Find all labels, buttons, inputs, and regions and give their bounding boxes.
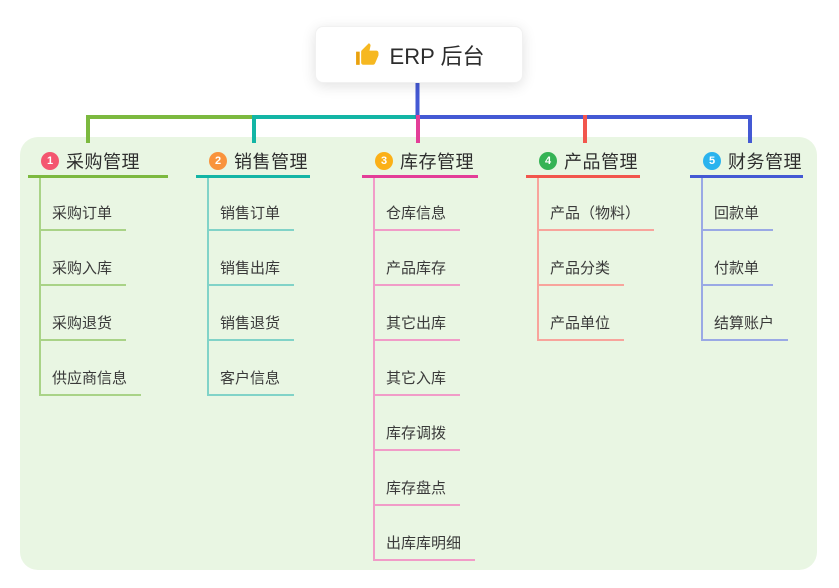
leaf-node[interactable]: 销售出库 [207, 261, 295, 286]
branch-number-badge: 1 [41, 151, 59, 170]
leaf-node[interactable]: 库存调拨 [373, 426, 461, 451]
leaf-node[interactable]: 采购退货 [39, 316, 127, 341]
root-label: ERP 后台 [389, 43, 485, 69]
branch-title-label: 销售管理 [234, 151, 308, 172]
leaf-node[interactable]: 采购订单 [39, 206, 127, 231]
leaf-node[interactable]: 产品分类 [537, 261, 625, 286]
branch-title-label: 产品管理 [564, 151, 638, 172]
branch-title-label: 库存管理 [400, 151, 474, 172]
branch-underline [196, 175, 310, 178]
branch-title-node-finance[interactable]: 5 财务管理 [690, 146, 803, 175]
leaf-node[interactable]: 产品库存 [373, 261, 461, 286]
branch-sales: 2 销售管理 销售订单 销售出库 销售退货 客户信息 [196, 146, 310, 396]
branch-child-line [537, 178, 539, 339]
branch-title-label: 采购管理 [66, 151, 140, 172]
leaf-node[interactable]: 库存盘点 [373, 481, 461, 506]
branch-child-line [373, 178, 375, 559]
branch-child-line [39, 178, 41, 394]
branch-number-badge: 3 [375, 151, 393, 170]
branch-underline [28, 175, 168, 178]
branch-title-label: 财务管理 [728, 151, 802, 172]
leaf-node[interactable]: 供应商信息 [39, 371, 142, 396]
leaf-node[interactable]: 销售订单 [207, 206, 295, 231]
branch-title-node-purchase[interactable]: 1 采购管理 [28, 146, 168, 175]
branch-product: 4 产品管理 产品（物料） 产品分类 产品单位 [526, 146, 655, 341]
leaf-node[interactable]: 出库库明细 [373, 536, 476, 561]
leaf-node[interactable]: 其它出库 [373, 316, 461, 341]
leaf-node[interactable]: 采购入库 [39, 261, 127, 286]
branch-underline [526, 175, 640, 178]
branch-number-badge: 5 [703, 151, 721, 170]
branch-title-node-inventory[interactable]: 3 库存管理 [362, 146, 478, 175]
leaf-node[interactable]: 产品（物料） [537, 206, 655, 231]
branch-title-node-product[interactable]: 4 产品管理 [526, 146, 640, 175]
branch-finance: 5 财务管理 回款单 付款单 结算账户 [690, 146, 803, 341]
leaf-node[interactable]: 付款单 [701, 261, 774, 286]
leaf-node[interactable]: 客户信息 [207, 371, 295, 396]
thumbs-up-icon [355, 42, 378, 65]
leaf-node[interactable]: 销售退货 [207, 316, 295, 341]
root-node[interactable]: ERP 后台 [315, 26, 523, 83]
leaf-node[interactable]: 产品单位 [537, 316, 625, 341]
leaf-node[interactable]: 回款单 [701, 206, 774, 231]
branch-number-badge: 2 [209, 151, 227, 170]
branch-title-node-sales[interactable]: 2 销售管理 [196, 146, 310, 175]
mindmap-canvas [20, 137, 817, 570]
branch-underline [690, 175, 803, 178]
branch-purchase: 1 采购管理 采购订单 采购入库 采购退货 供应商信息 [28, 146, 168, 396]
branch-child-line [701, 178, 703, 339]
branch-underline [362, 175, 478, 178]
branch-inventory: 3 库存管理 仓库信息 产品库存 其它出库 其它入库 库存调拨 库存盘点 出库库… [362, 146, 478, 561]
branch-child-line [207, 178, 209, 394]
leaf-node[interactable]: 结算账户 [701, 316, 789, 341]
leaf-node[interactable]: 其它入库 [373, 371, 461, 396]
branch-number-badge: 4 [539, 151, 557, 170]
leaf-node[interactable]: 仓库信息 [373, 206, 461, 231]
